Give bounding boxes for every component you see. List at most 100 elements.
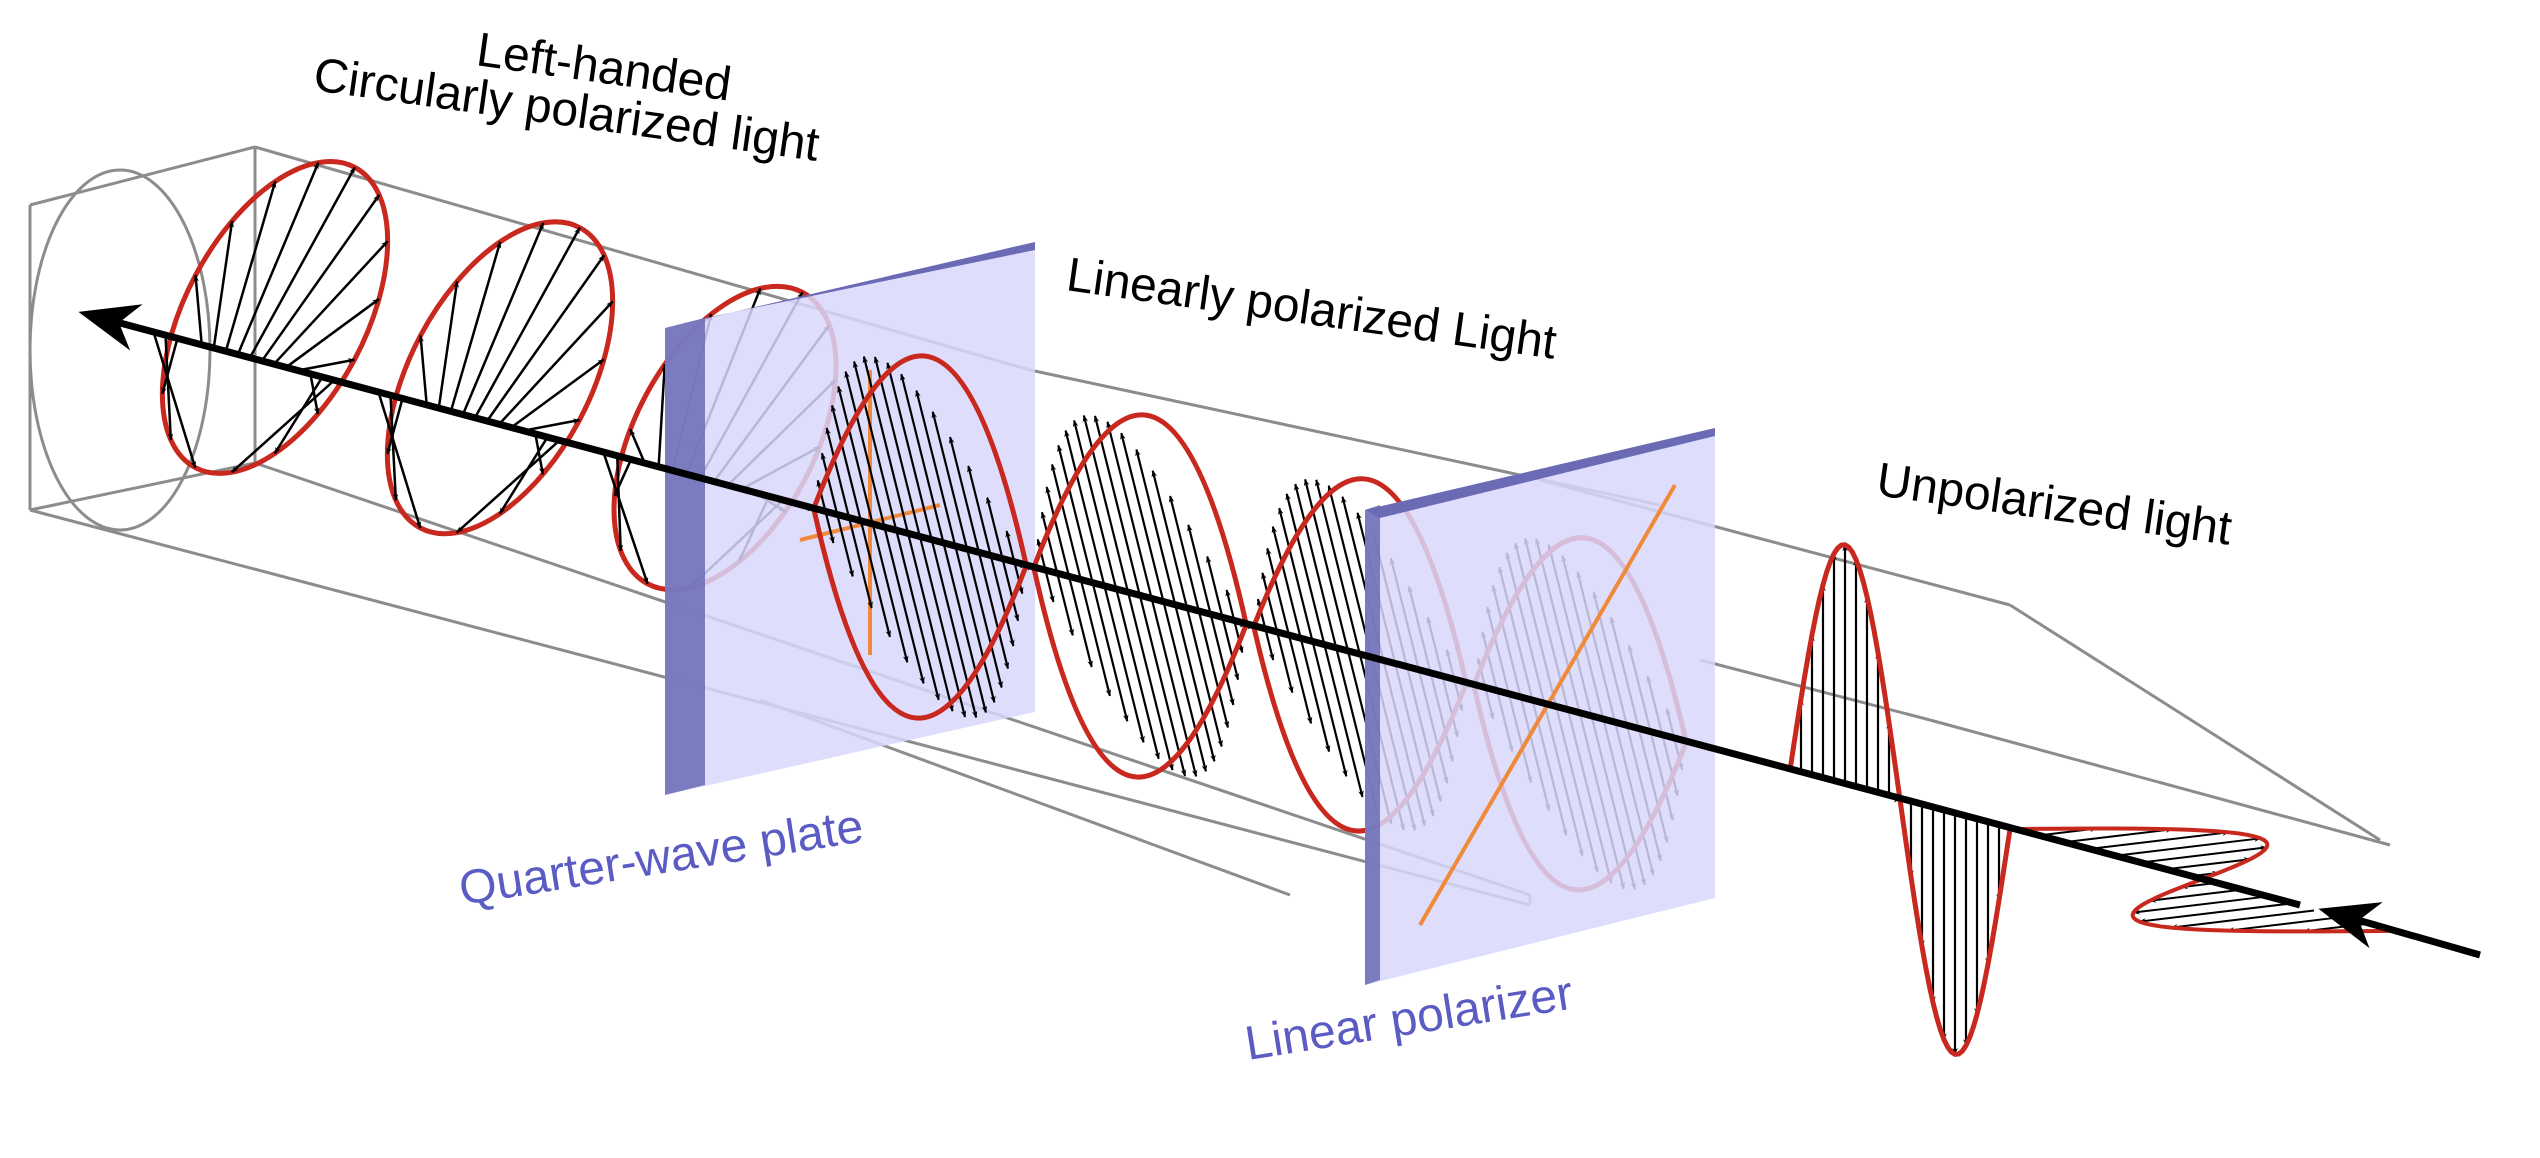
field-vector [486,254,606,422]
field-vector [836,514,854,578]
guide-line [1929,718,2391,847]
field-vector [629,428,646,464]
plate-face [1365,428,1715,985]
field-vector [1256,598,1267,630]
field-vector [1278,507,1314,643]
field-vector [1106,421,1153,600]
field-vector [830,404,863,522]
field-vector [498,436,549,515]
field-vector [948,436,981,554]
field-vector [2111,836,2262,858]
field-vector [1036,538,1047,571]
field-vector [977,552,1010,670]
field-vector [1261,572,1279,634]
unpolarized-wave [1787,542,2391,1057]
guide-circle [28,168,212,532]
field-vector [473,227,581,419]
field-vector [498,300,614,426]
field-vector [1276,632,1294,694]
field-vector [613,459,633,497]
field-vector [1115,589,1160,760]
field-vector [820,452,839,516]
field-vector [461,222,545,416]
field-vector [657,363,668,468]
field-vector [886,362,933,541]
field-vector [615,455,624,552]
propagation-axis [78,304,2481,959]
field-vector [859,520,892,638]
field-vector [871,524,909,663]
field-vector [1264,629,1275,661]
field-vector [2138,902,2289,924]
field-vector [1303,478,1350,653]
field-vector [873,356,922,538]
field-vector [1103,586,1145,744]
field-vector [2132,895,2264,915]
labels: Left-handed Circularly polarized light L… [310,23,2234,1070]
field-vector [1093,415,1142,597]
field-vector [1050,463,1083,581]
field-vector [1040,511,1059,575]
field-vector [236,161,320,355]
field-vector [848,517,873,609]
field-vector [816,479,827,512]
field-vector [1135,448,1177,606]
field-vector [1206,555,1224,619]
field-vector [837,385,874,525]
field-vector [1057,444,1094,584]
field-vector [510,358,605,429]
field-vector [152,331,197,469]
field-vector [1186,608,1223,748]
field-vector [1288,635,1313,725]
field-vector [1187,524,1212,616]
field-vector [212,220,234,348]
field-vector [918,536,967,718]
plate-top [1365,428,1715,518]
plate-side [665,318,705,795]
field-vector [602,451,649,585]
field-vector [931,411,969,550]
field-vector [1271,525,1303,640]
guide-line [1699,658,1931,722]
field-vector [261,194,381,362]
field-vector [915,389,957,547]
field-vector [2085,830,2230,851]
field-vector [883,527,925,685]
field-vector [844,370,886,528]
field-vector [1120,432,1165,603]
label-linear-polarizer: Linear polarizer [1241,967,1576,1071]
field-vector [389,395,399,501]
field-vector [1064,429,1106,587]
field-vector [895,530,940,701]
field-vector [1209,614,1235,706]
field-vector [285,298,380,369]
field-vector [1013,562,1024,595]
field-vector [273,240,389,365]
field-vector [1091,583,1129,722]
field-vector [907,533,954,712]
field-vector [852,360,898,531]
arrow-left-icon [2318,902,2481,959]
field-vector [862,355,910,535]
field-vector [1266,547,1291,637]
field-vector [193,274,203,345]
field-vector [2060,827,2173,844]
field-vector [1127,592,1174,771]
label-quarter-wave-plate: Quarter-wave plate [455,800,866,916]
field-vector [1045,486,1071,578]
field-vector [967,465,992,557]
field-vector [298,358,356,372]
field-vector [1005,530,1016,563]
field-vector [1056,573,1074,637]
field-vector [534,433,545,475]
field-vector [966,549,1003,689]
field-vector [1168,495,1201,613]
field-vector [2170,909,2315,930]
field-vector [1174,605,1216,763]
field-vector [1197,611,1230,729]
field-vector [2136,845,2268,864]
field-vector [954,546,996,704]
field-vector [230,379,336,474]
field-vector [1082,414,1130,594]
